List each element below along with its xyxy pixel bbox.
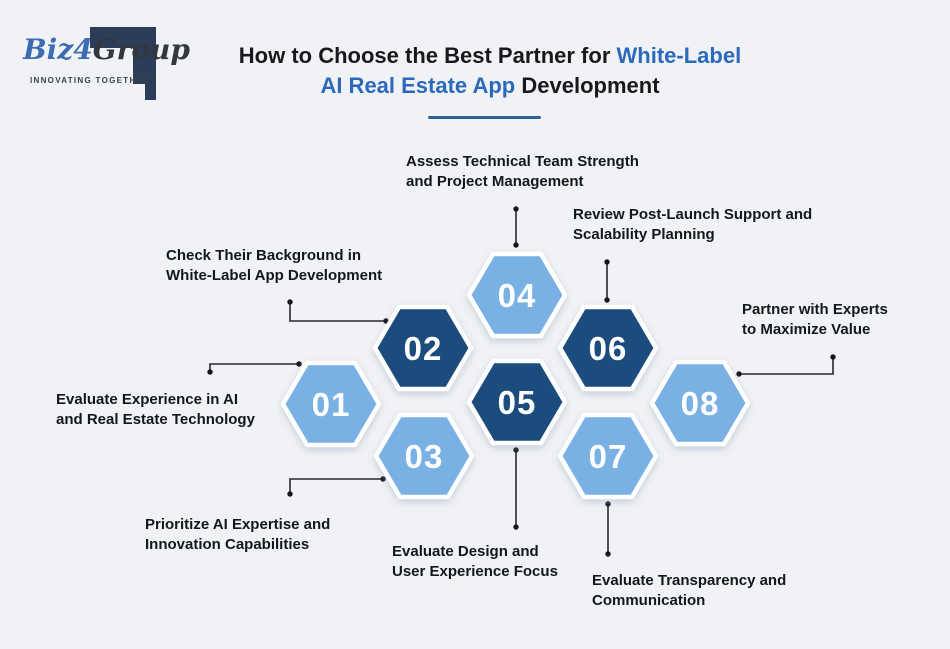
step-number: 02 xyxy=(404,330,443,367)
step-number: 06 xyxy=(589,330,628,367)
hexagon-07 xyxy=(557,412,659,500)
connector-dot xyxy=(604,259,610,265)
logo-mark-notch xyxy=(133,84,145,100)
title-line1-blue: White-Label xyxy=(616,43,742,68)
step-number: 01 xyxy=(312,386,351,423)
hexagon-06 xyxy=(557,304,659,392)
connector-03 xyxy=(289,478,383,494)
connector-dot xyxy=(736,371,742,377)
step-number: 04 xyxy=(498,277,537,314)
step-label-05: Evaluate Design and User Experience Focu… xyxy=(392,543,558,580)
hexagons xyxy=(280,251,751,500)
hexagon-05 xyxy=(466,358,568,446)
logo-text-4: 4 xyxy=(73,33,93,66)
connector-01 xyxy=(209,363,299,371)
step-number: 05 xyxy=(498,384,537,421)
step-label-01: Evaluate Experience in AI and Real Estat… xyxy=(56,391,255,428)
connector-dot xyxy=(383,318,389,324)
connector-dot xyxy=(296,361,302,367)
logo-tagline: INNOVATING TOGETHER xyxy=(30,76,151,85)
connector-dot xyxy=(830,354,836,360)
hexagon-numbers: 01 02 03 04 05 06 07 08 xyxy=(312,277,720,475)
connector-dot xyxy=(513,447,519,453)
connector-dot xyxy=(604,297,610,303)
logo: Biz4Group INNOVATING TOGETHER xyxy=(0,0,190,110)
connector-dot xyxy=(287,299,293,305)
step-label-08: Partner with Experts to Maximize Value xyxy=(742,301,888,338)
step-label-04: Assess Technical Team Strength and Proje… xyxy=(406,153,639,190)
connector-dot xyxy=(513,242,519,248)
connector-dot xyxy=(605,551,611,557)
title-line1-black: How to Choose the Best Partner for xyxy=(238,43,611,68)
logo-mark-right-bar xyxy=(133,27,156,100)
logo-wordmark: Biz4Group xyxy=(23,36,190,64)
hexagon-08 xyxy=(649,359,751,447)
hexagon-02 xyxy=(372,304,474,392)
step-label-06: Review Post-Launch Support and Scalabili… xyxy=(573,206,813,243)
logo-text-group: Group xyxy=(92,33,190,66)
hexagon-04 xyxy=(466,251,568,339)
connector-dot xyxy=(287,491,293,497)
title-underline xyxy=(428,116,541,119)
connector-dot xyxy=(513,524,519,530)
connector-02 xyxy=(289,302,386,322)
title-line2-black: Development xyxy=(521,73,660,98)
step-label-02: Check Their Background in White-Label Ap… xyxy=(166,247,383,284)
hexagon-01 xyxy=(280,360,382,448)
connectors xyxy=(207,206,836,557)
hexagon-03 xyxy=(373,412,475,500)
step-label-07: Evaluate Transparency and Communication xyxy=(592,572,787,609)
step-label-03: Prioritize AI Expertise and Innovation C… xyxy=(145,516,331,553)
connector-dot xyxy=(207,369,213,375)
step-number: 08 xyxy=(681,385,720,422)
title-line2-blue: AI Real Estate App xyxy=(320,73,516,98)
step-number: 07 xyxy=(589,438,628,475)
connector-dot xyxy=(380,476,386,482)
connector-08 xyxy=(739,357,834,375)
connector-dot xyxy=(513,206,519,212)
step-number: 03 xyxy=(405,438,444,475)
logo-text-biz: Biz xyxy=(23,33,74,66)
connector-dot xyxy=(605,501,611,507)
